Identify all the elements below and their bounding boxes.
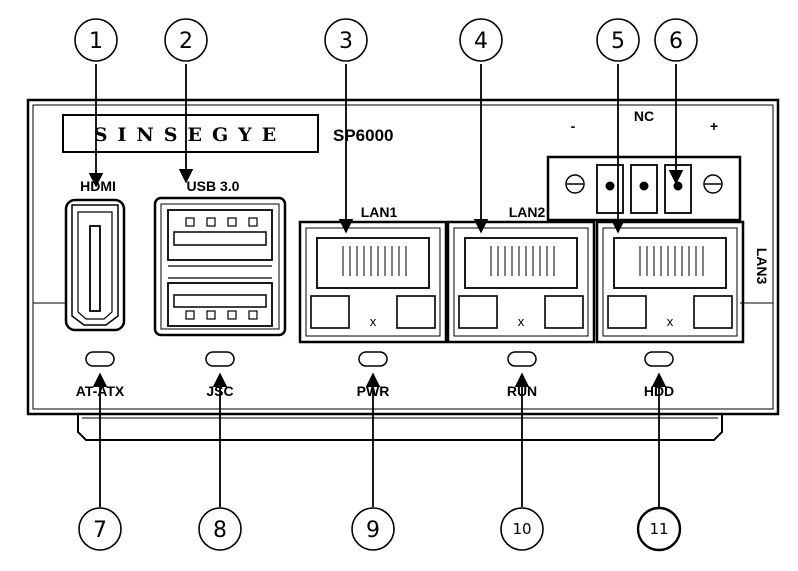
callout-7-circle (78, 507, 122, 551)
callout-3: 3 (339, 29, 353, 54)
callout-8-circle (198, 507, 242, 551)
lan2-port[interactable]: x (446, 220, 596, 344)
callout-6-circle (654, 18, 698, 62)
callout-11: 11 (649, 520, 668, 538)
at-atx-led (85, 351, 115, 367)
jsc-led (205, 351, 235, 367)
brand-name: SINSEGYE (94, 124, 286, 146)
callout-10-circle (500, 507, 544, 551)
lan1-label: LAN1 (361, 204, 398, 220)
hdmi-port[interactable]: HDMI (64, 178, 126, 332)
lan3-label: LAN3 (754, 248, 770, 285)
callout-6: 6 (669, 29, 683, 54)
callout-3-circle (324, 18, 368, 62)
power-terminal[interactable]: - NC + (546, 108, 742, 222)
lan1-mark: x (370, 314, 377, 329)
callout-4-circle (459, 18, 503, 62)
callout-11-circle (636, 506, 682, 552)
callout-5: 5 (611, 29, 625, 54)
callout-8: 8 (213, 518, 227, 543)
hdmi-label: HDMI (80, 178, 116, 194)
lan2-label: LAN2 (509, 204, 546, 220)
terminal-nc-label: NC (634, 108, 654, 124)
hdd-led (644, 351, 674, 367)
callout-1: 1 (89, 29, 103, 54)
brand-plate: SINSEGYE SP6000 (62, 114, 394, 153)
pwr-led (358, 351, 388, 367)
callout-10: 10 (512, 520, 531, 538)
callout-9: 9 (366, 518, 380, 543)
terminal-minus-label: - (571, 118, 576, 134)
model-number: SP6000 (333, 126, 394, 145)
callout-7: 7 (93, 518, 107, 543)
run-led (507, 351, 537, 367)
callout-1-circle (74, 18, 118, 62)
callout-5-circle (596, 18, 640, 62)
lan2-mark: x (518, 314, 525, 329)
lan1-port[interactable]: x (298, 220, 448, 344)
lan3-mark: x (667, 314, 674, 329)
terminal-plus-label: + (710, 118, 718, 134)
usb3-ports[interactable]: USB 3.0 (153, 178, 287, 337)
callout-2: 2 (179, 29, 193, 54)
usb3-label: USB 3.0 (187, 178, 240, 194)
callout-9-circle (351, 507, 395, 551)
callout-2-circle (164, 18, 208, 62)
lan3-port[interactable]: x (595, 220, 745, 344)
chassis (26, 98, 780, 441)
callout-4: 4 (474, 29, 488, 54)
